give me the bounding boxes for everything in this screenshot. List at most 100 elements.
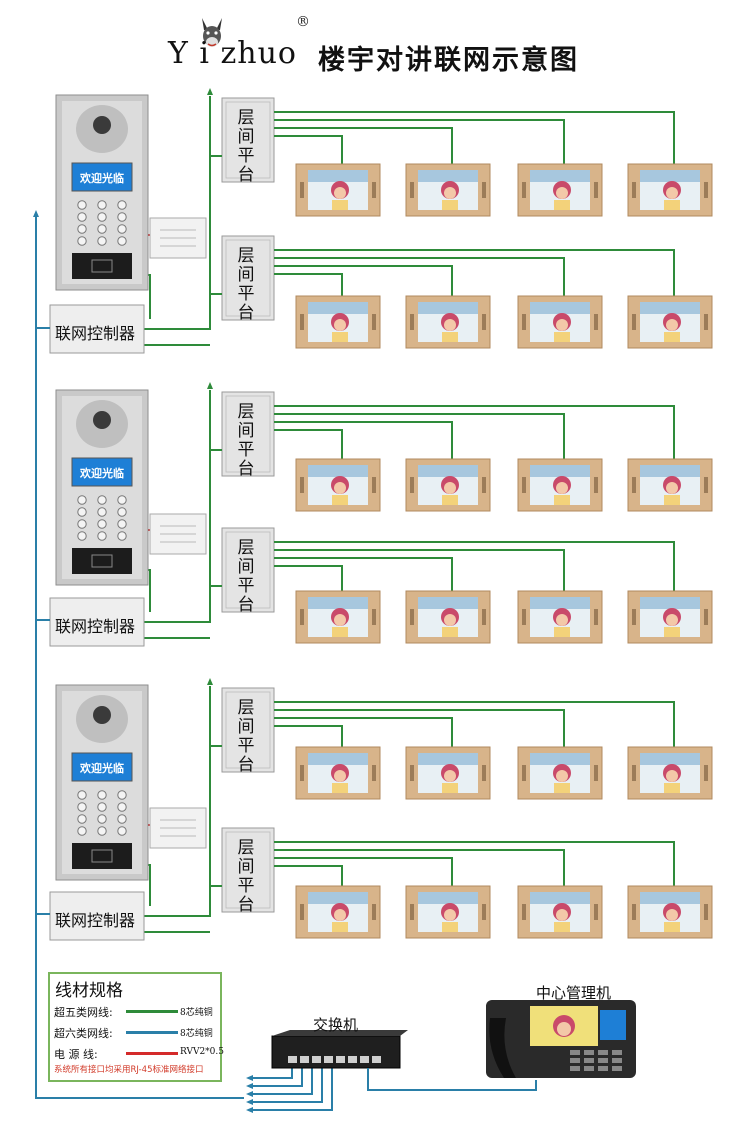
monitor-screen-sky bbox=[418, 892, 478, 904]
child-photo-face-icon bbox=[334, 614, 346, 626]
monitor-screen-sky bbox=[640, 892, 700, 904]
monitor-side-buttons-icon bbox=[594, 314, 598, 330]
keypad-key-icon bbox=[77, 224, 87, 234]
monitor-branch-line bbox=[274, 273, 343, 296]
monitor-screen-sky bbox=[418, 302, 478, 314]
door-station-screen-text: 欢迎光临 bbox=[79, 761, 124, 775]
monitor-branch-line bbox=[274, 841, 675, 886]
child-photo-shirt-icon bbox=[442, 922, 458, 932]
indoor-monitor bbox=[627, 885, 713, 939]
indoor-monitor bbox=[405, 458, 491, 512]
monitor-side-buttons-icon bbox=[704, 765, 708, 781]
child-photo-face-icon bbox=[666, 614, 678, 626]
door-station-screen bbox=[71, 752, 133, 782]
indoor-monitor bbox=[627, 458, 713, 512]
child-photo-face-icon bbox=[334, 187, 346, 199]
monitor-side-buttons-icon bbox=[522, 904, 526, 920]
monitor-side-buttons-icon bbox=[522, 609, 526, 625]
monitor-side-buttons-icon bbox=[594, 182, 598, 198]
keypad-key-icon bbox=[97, 802, 107, 812]
keypad-key-icon bbox=[77, 200, 87, 210]
child-photo-face-icon bbox=[556, 319, 568, 331]
switch-to-center-line bbox=[367, 1068, 537, 1091]
monitor-side-buttons-icon bbox=[410, 477, 414, 493]
monitor-side-buttons-icon bbox=[482, 182, 486, 198]
indoor-monitor bbox=[405, 295, 491, 349]
child-photo-shirt-icon bbox=[332, 332, 348, 342]
switch-port-arrow-left-icon bbox=[246, 1083, 253, 1089]
indoor-monitor bbox=[517, 885, 603, 939]
monitor-branch-line bbox=[274, 249, 675, 296]
floor-platform-inner bbox=[225, 395, 271, 473]
keypad-key-icon bbox=[77, 212, 87, 222]
keypad-key-icon bbox=[97, 790, 107, 800]
backbone-cat6-line bbox=[35, 215, 244, 1099]
door-station-screen bbox=[71, 162, 133, 192]
keypad-key-icon bbox=[77, 826, 87, 836]
monitor-side-buttons-icon bbox=[410, 182, 414, 198]
keypad-key-icon bbox=[117, 200, 127, 210]
child-photo-face-icon bbox=[334, 909, 346, 921]
switch-port-line bbox=[252, 1066, 313, 1095]
floor-platform-inner bbox=[225, 831, 271, 909]
indoor-monitor bbox=[517, 590, 603, 644]
controller-to-trunk-line bbox=[144, 588, 211, 623]
switch-rj45-port-icon bbox=[324, 1056, 333, 1063]
monitor-screen-sky bbox=[308, 597, 368, 609]
controller-to-trunk-line bbox=[144, 296, 211, 330]
child-photo-face-icon bbox=[444, 770, 456, 782]
indoor-monitor bbox=[295, 458, 381, 512]
monitor-side-buttons-icon bbox=[482, 477, 486, 493]
floor-platform-label-char: 平 bbox=[237, 736, 255, 756]
monitor-branch-line bbox=[274, 725, 343, 747]
wire-spec-legend: 线材规格 超五类网线: 8芯纯铜 超六类网线: 8芯纯铜 电 源 线: RVV2… bbox=[48, 972, 224, 1082]
child-photo-shirt-icon bbox=[554, 783, 570, 793]
monitor-side-buttons-icon bbox=[632, 765, 636, 781]
center-keypad-key-icon bbox=[570, 1058, 580, 1063]
child-photo-shirt-icon bbox=[442, 627, 458, 637]
center-keypad-key-icon bbox=[612, 1066, 622, 1071]
legend-cat5-line bbox=[126, 1010, 178, 1013]
child-photo-shirt-icon bbox=[442, 783, 458, 793]
keypad-key-icon bbox=[77, 495, 87, 505]
monitor-screen-sky bbox=[530, 302, 590, 314]
switch-rj45-port-icon bbox=[372, 1056, 381, 1063]
floor-platform-label-char: 平 bbox=[237, 876, 255, 896]
indoor-monitor bbox=[405, 163, 491, 217]
legend-power-line bbox=[126, 1052, 178, 1055]
child-photo-face-icon bbox=[556, 614, 568, 626]
child-photo-shirt-icon bbox=[554, 495, 570, 505]
child-photo-shirt-icon bbox=[332, 922, 348, 932]
floor-platform-label-char: 层 bbox=[237, 538, 255, 558]
trunk-arrow-up-icon bbox=[207, 382, 213, 389]
legend-row-cat5-spec: 8芯纯铜 bbox=[180, 1008, 213, 1018]
keypad-key-icon bbox=[117, 802, 127, 812]
indoor-monitor bbox=[295, 885, 381, 939]
center-keypad-key-icon bbox=[584, 1050, 594, 1055]
switch-rj45-port-icon bbox=[300, 1056, 309, 1063]
center-manager-side-screen bbox=[600, 1010, 626, 1040]
floor-platform-label-char: 台 bbox=[237, 595, 255, 615]
child-photo-face-icon bbox=[556, 482, 568, 494]
card-reader-icon bbox=[72, 253, 132, 279]
door-station-screen-text: 欢迎光临 bbox=[79, 466, 124, 480]
child-photo-shirt-icon bbox=[332, 495, 348, 505]
monitor-side-buttons-icon bbox=[410, 765, 414, 781]
floor-platform-label-char: 间 bbox=[237, 857, 255, 877]
monitor-screen-sky bbox=[530, 465, 590, 477]
monitor-branch-line bbox=[274, 549, 565, 591]
monitor-branch-line bbox=[274, 111, 675, 164]
monitor-side-buttons-icon bbox=[522, 314, 526, 330]
legend-row-cat5-label: 超五类网线: bbox=[54, 1006, 113, 1019]
center-keypad-key-icon bbox=[570, 1050, 580, 1055]
child-photo-face-icon bbox=[666, 187, 678, 199]
network-controller-box bbox=[49, 597, 145, 647]
floor-platform-box bbox=[221, 97, 275, 183]
network-controller-label: 联网控制器 bbox=[55, 324, 136, 343]
monitor-screen-sky bbox=[530, 170, 590, 182]
floor-platform-label-char: 台 bbox=[237, 755, 255, 775]
keypad-key-icon bbox=[97, 200, 107, 210]
monitor-branch-line bbox=[274, 865, 343, 886]
floor-platform-label-char: 平 bbox=[237, 576, 255, 596]
center-keypad-key-icon bbox=[584, 1058, 594, 1063]
